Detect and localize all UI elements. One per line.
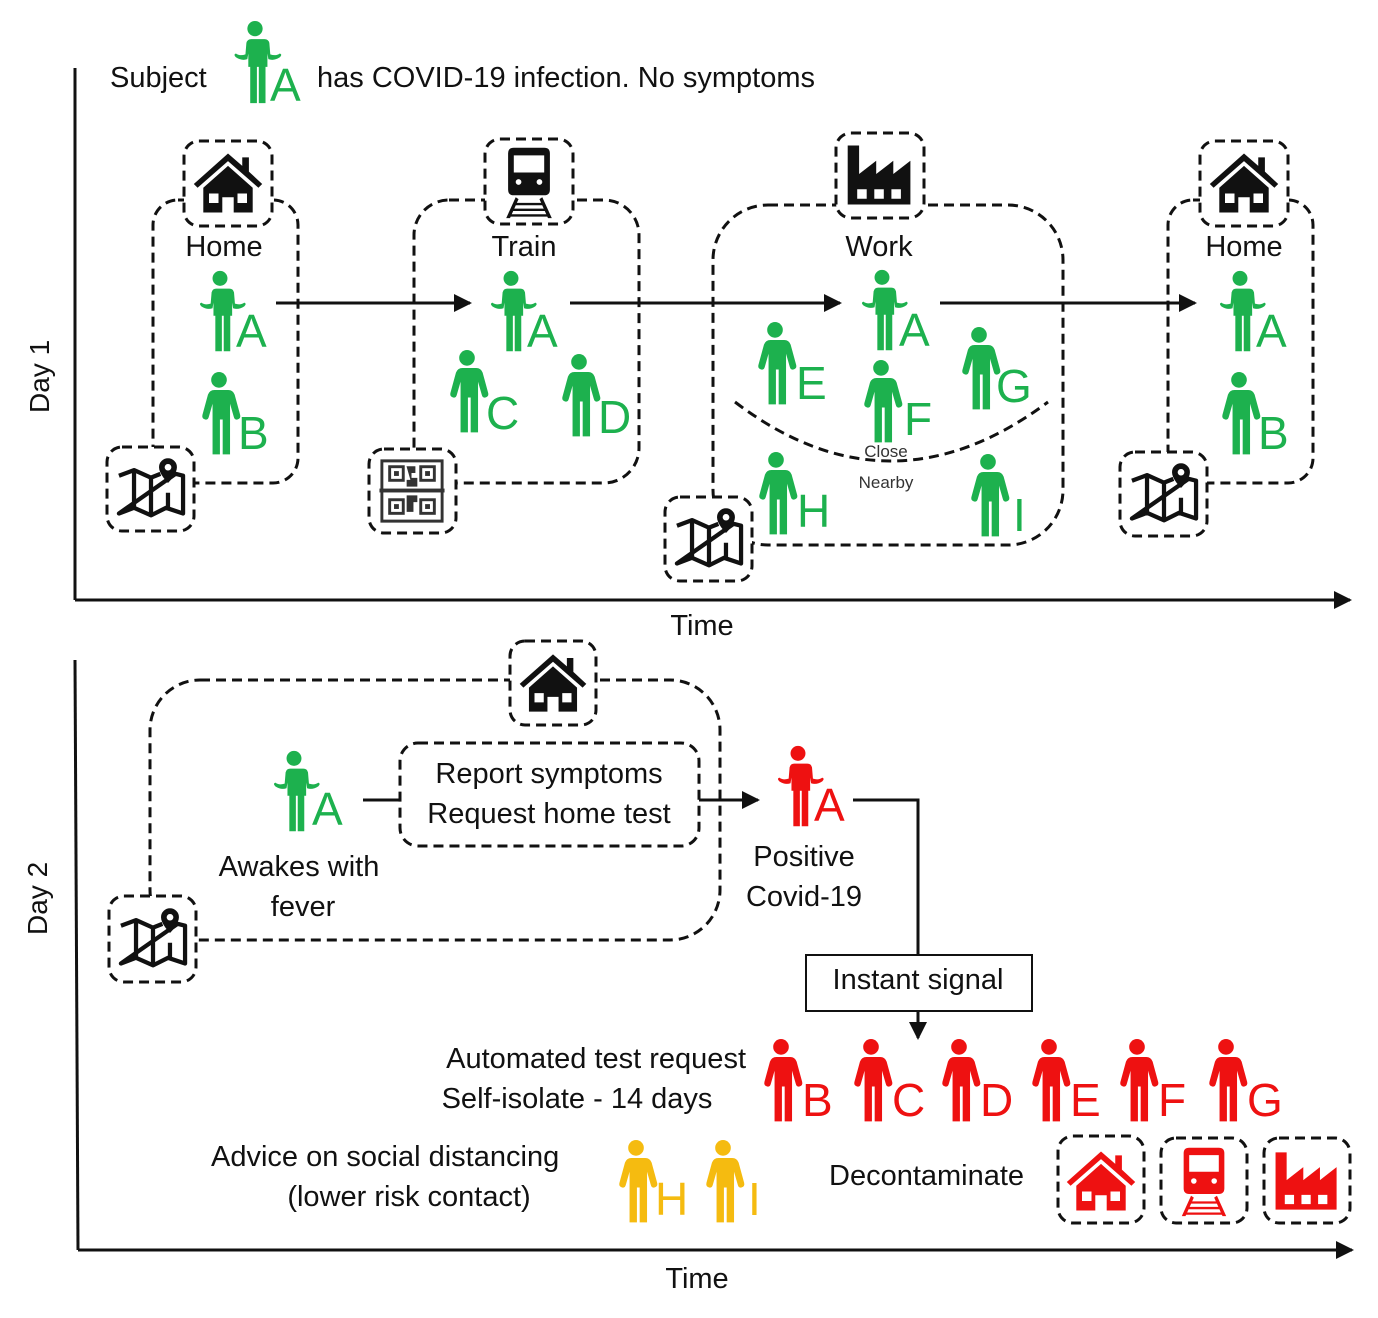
location-label-home: Home <box>1205 231 1283 263</box>
person-label: A <box>1256 305 1287 357</box>
person-label: F <box>1158 1074 1187 1126</box>
person-label: C <box>892 1074 926 1126</box>
person-label: B <box>1258 407 1289 459</box>
day1-time-label: Time <box>670 610 734 642</box>
awakes-line2: fever <box>270 891 336 923</box>
person-label: C <box>486 387 520 439</box>
location-label-home: Home <box>185 231 263 263</box>
person-icon <box>962 327 1001 410</box>
person-icon <box>854 1039 893 1122</box>
map-pin-icon <box>663 495 754 583</box>
instant-signal-box <box>805 954 1033 1012</box>
day1-location-icons <box>182 131 1290 228</box>
map-pin-icon <box>107 894 198 984</box>
positive-line2: Covid-19 <box>745 881 863 913</box>
day1-axes <box>73 68 1352 609</box>
header-prefix: Subject <box>110 62 207 94</box>
day2-label: Day 2 <box>22 861 53 935</box>
day1-label: Day 1 <box>24 339 55 413</box>
decontaminate-label: Decontaminate <box>829 1160 1025 1192</box>
location-label-train: Train <box>491 231 557 263</box>
person-label: I <box>1013 489 1026 541</box>
person-icon <box>759 452 798 535</box>
home1-zone <box>151 198 300 485</box>
person-label: A <box>236 305 267 357</box>
house-icon <box>1056 1134 1146 1225</box>
decontaminate-icons <box>1056 1134 1352 1225</box>
header-suffix: has COVID-19 infection. No symptoms <box>317 62 816 94</box>
day1-tracker-icons <box>105 445 1209 583</box>
person-label: A <box>312 783 343 835</box>
qr-code-icon <box>367 447 458 535</box>
report-box <box>398 741 701 848</box>
person-icon <box>1120 1039 1159 1122</box>
close-nearby-boundary <box>734 400 1049 463</box>
person-label: D <box>598 391 632 443</box>
person-label: A <box>814 779 845 831</box>
location-label-work: Work <box>845 231 913 263</box>
person-icon <box>706 1140 745 1223</box>
person-label: B <box>238 407 269 459</box>
house-icon <box>182 139 274 228</box>
awakes-line1: Awakes with <box>218 851 380 883</box>
house-icon <box>508 639 598 727</box>
report-line1: Report symptoms <box>435 758 663 790</box>
factory-icon <box>1262 1136 1352 1225</box>
person-label: H <box>797 485 831 537</box>
person-label: D <box>980 1074 1014 1126</box>
house-icon <box>1198 139 1290 228</box>
auto-test-line1: Automated test request <box>446 1043 746 1075</box>
factory-icon <box>834 131 926 220</box>
person-label: E <box>1070 1074 1101 1126</box>
person-label: G <box>996 360 1032 412</box>
advice-line1: Advice on social distancing <box>211 1141 560 1173</box>
person-icon <box>1222 372 1261 455</box>
zone-nearby-label: Nearby <box>858 473 914 492</box>
instant-signal-label: Instant signal <box>832 964 1004 996</box>
person-icon <box>619 1140 658 1223</box>
day2-flow <box>363 791 927 1040</box>
person-label: E <box>796 357 827 409</box>
auto-test-line2: Self-isolate - 14 days <box>441 1083 713 1115</box>
map-pin-icon <box>1118 450 1209 538</box>
person-icon <box>758 322 797 405</box>
person-label: A <box>270 59 301 111</box>
person-label: B <box>802 1074 833 1126</box>
person-icon <box>450 350 489 433</box>
train-icon <box>1159 1136 1249 1225</box>
day2-home-zone <box>148 678 722 942</box>
day2-y-axis <box>73 659 80 1251</box>
person-icon <box>942 1039 981 1122</box>
map-pin-icon <box>105 445 196 533</box>
report-line2: Request home test <box>427 798 671 830</box>
home2-zone <box>1166 198 1315 485</box>
day1-people <box>199 20 1266 537</box>
person-label: G <box>1247 1074 1283 1126</box>
person-label: F <box>904 393 933 445</box>
zone-close-label: Close <box>864 442 908 461</box>
person-label: A <box>527 305 558 357</box>
person-icon <box>764 1039 803 1122</box>
person-icon <box>1209 1039 1248 1122</box>
train-icon <box>483 137 575 226</box>
person-label: H <box>655 1173 689 1225</box>
person-icon <box>864 360 903 443</box>
person-icon <box>562 354 601 437</box>
day2-axes <box>73 659 1354 1259</box>
positive-line1: Positive <box>753 841 855 873</box>
person-label: I <box>748 1173 761 1225</box>
person-icon <box>202 372 241 455</box>
person-icon <box>971 454 1010 537</box>
day2-time-label: Time <box>665 1263 729 1295</box>
person-label: A <box>899 304 930 356</box>
advice-line2: (lower risk contact) <box>287 1181 531 1213</box>
person-icon <box>1032 1039 1071 1122</box>
